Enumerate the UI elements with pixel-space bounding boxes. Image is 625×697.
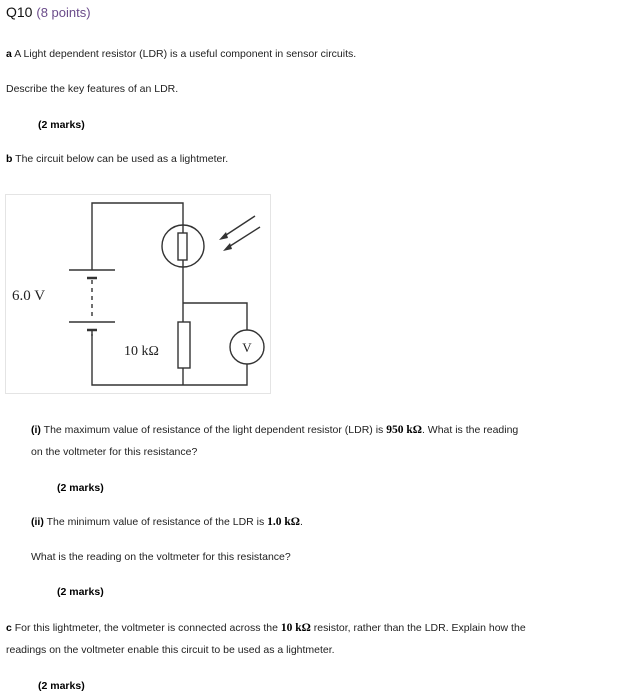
- battery-voltage-label: 6.0 V: [12, 288, 45, 304]
- part-c-text: resistor, rather than the LDR. Explain h…: [313, 622, 526, 634]
- part-b-label: b: [6, 153, 13, 165]
- voltmeter-top-wire: [183, 302, 248, 330]
- ldr-min-resistance: 1.0 kΩ: [267, 516, 301, 528]
- ldr-resistor-icon: [177, 232, 188, 261]
- part-c-line1: c For this lightmeter, the voltmeter is …: [6, 621, 526, 635]
- part-b-i-text: . What is the reading: [421, 424, 519, 436]
- voltmeter-label: V: [242, 340, 252, 355]
- question-header: Q10 (8 points): [6, 5, 91, 20]
- bottom-wire: [91, 334, 248, 386]
- question-points: (8 points): [36, 5, 91, 20]
- part-c-line2: readings on the voltmeter enable this ci…: [6, 644, 335, 656]
- part-b-i-line1: (i) The maximum value of resistance of t…: [31, 423, 518, 437]
- part-b-intro: b The circuit below can be used as a lig…: [6, 152, 228, 166]
- part-c-marks: (2 marks): [38, 680, 85, 692]
- part-b-i-line2: on the voltmeter for this resistance?: [31, 446, 198, 458]
- part-b-i-marks: (2 marks): [57, 482, 104, 494]
- question-number: Q10: [6, 4, 33, 20]
- part-b-ii-text: The minimum value of resistance of the L…: [46, 516, 265, 528]
- part-c-label: c: [6, 622, 12, 634]
- part-b-text: The circuit below can be used as a light…: [15, 153, 229, 165]
- part-a-prompt: Describe the key features of an LDR.: [6, 83, 179, 95]
- part-a-label: a: [6, 48, 12, 60]
- part-a-intro: a A Light dependent resistor (LDR) is a …: [6, 47, 356, 61]
- lightmeter-circuit-diagram: 6.0 V 10 kΩ V: [5, 194, 271, 394]
- light-arrow-icon: [222, 215, 256, 238]
- part-b-i-label: (i): [31, 424, 41, 436]
- resistor-value: 10 kΩ: [280, 622, 311, 634]
- part-b-ii-text: .: [300, 516, 303, 528]
- part-c-text: For this lightmeter, the voltmeter is co…: [14, 622, 278, 634]
- diagram-frame: [5, 194, 271, 394]
- part-b-i-text: The maximum value of resistance of the l…: [43, 424, 384, 436]
- top-wire: [91, 202, 184, 270]
- resistor-value-label: 10 kΩ: [124, 344, 159, 359]
- part-b-ii-line2: What is the reading on the voltmeter for…: [31, 551, 291, 563]
- part-b-ii-marks: (2 marks): [57, 586, 104, 598]
- part-a-text: A Light dependent resistor (LDR) is a us…: [14, 48, 357, 60]
- ldr-max-resistance: 950 kΩ: [386, 424, 422, 436]
- fixed-resistor-icon: [177, 321, 191, 369]
- part-a-marks: (2 marks): [38, 119, 85, 131]
- part-b-ii-line1: (ii) The minimum value of resistance of …: [31, 515, 303, 529]
- light-arrow-icon: [226, 226, 261, 249]
- part-b-ii-label: (ii): [31, 516, 44, 528]
